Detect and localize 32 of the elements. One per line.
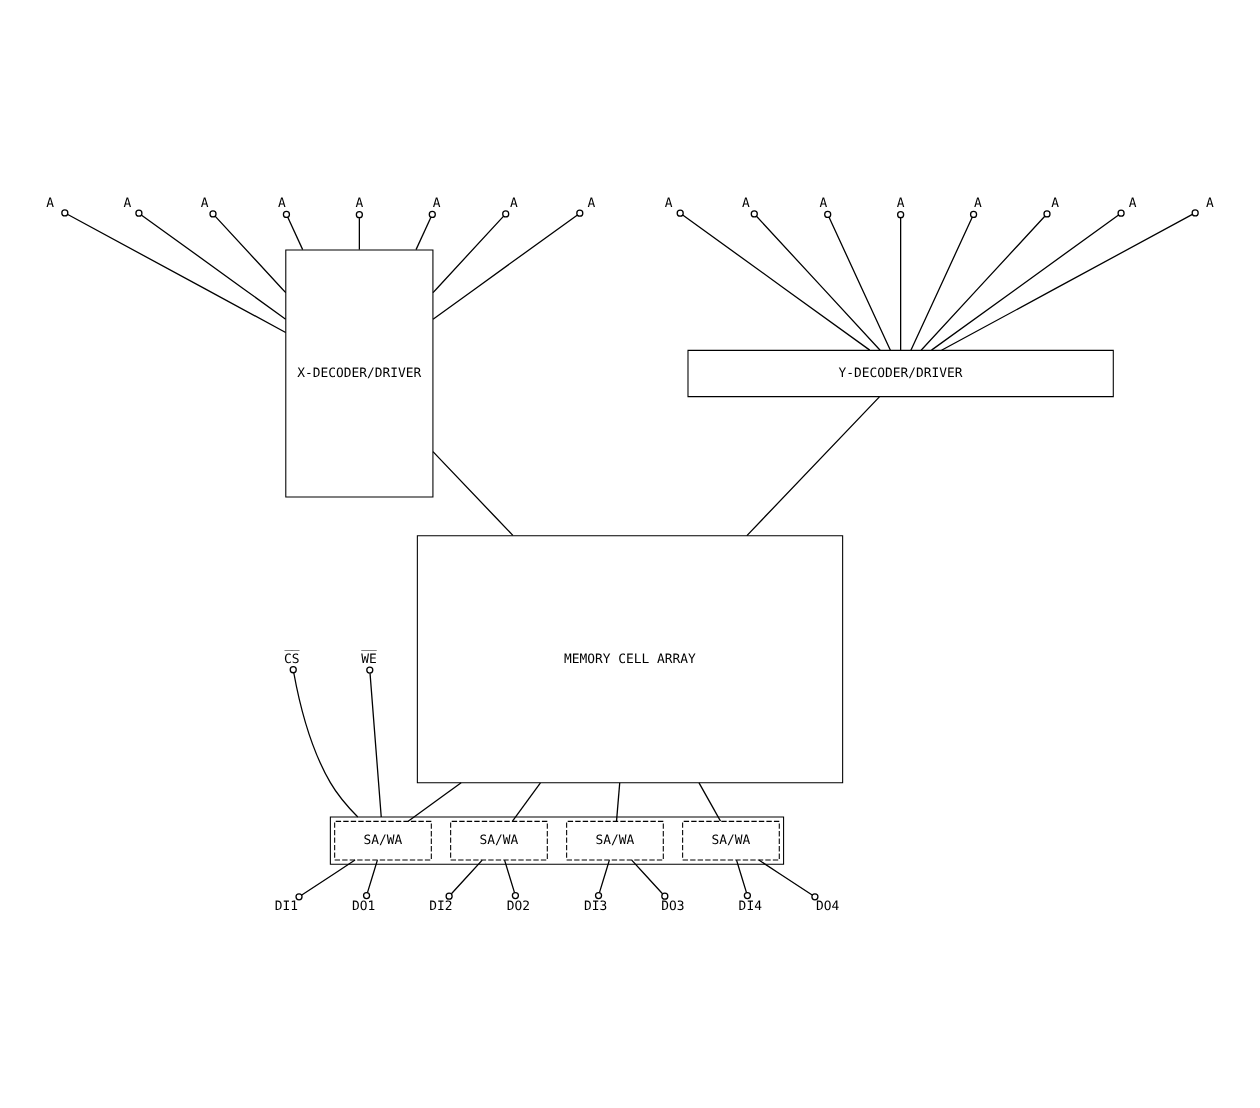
- connector: [503, 858, 520, 899]
- connector: [445, 858, 483, 899]
- connector: [615, 781, 621, 821]
- connector: [631, 858, 669, 899]
- connector: [432, 209, 510, 293]
- connector: [750, 209, 881, 350]
- connector: [698, 781, 722, 821]
- connector: [355, 210, 363, 250]
- connector: [920, 209, 1051, 350]
- connector: [362, 858, 379, 899]
- connector: [209, 209, 287, 293]
- connector: [289, 665, 359, 817]
- connector: [432, 208, 584, 319]
- connector: [930, 208, 1125, 350]
- connector: [897, 210, 905, 350]
- connector: [758, 858, 819, 900]
- connector: [746, 395, 881, 536]
- connector: [594, 858, 610, 899]
- connector: [511, 781, 542, 821]
- connector: [61, 208, 287, 333]
- connector: [910, 209, 978, 350]
- connector: [735, 858, 752, 899]
- connector: [432, 450, 514, 536]
- connector: [940, 208, 1199, 350]
- connector: [282, 209, 304, 250]
- connector: [676, 208, 871, 350]
- connector: [407, 781, 462, 821]
- connector: [295, 858, 356, 900]
- connector: [135, 208, 287, 319]
- connector: [415, 209, 436, 250]
- connector: [366, 665, 382, 817]
- connector: [824, 209, 892, 350]
